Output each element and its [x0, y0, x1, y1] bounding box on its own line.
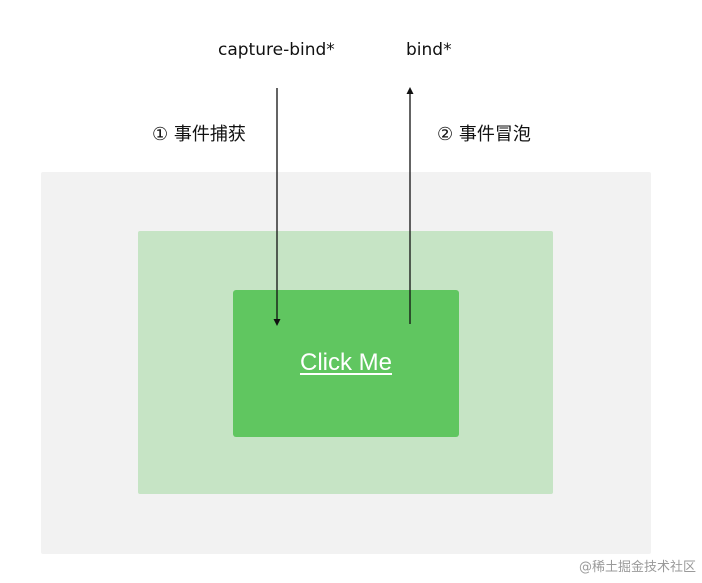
event-bubble-label: ② 事件冒泡	[437, 124, 531, 145]
capture-bind-label: capture-bind*	[218, 40, 335, 60]
watermark: @稀土掘金技术社区	[578, 560, 696, 575]
event-capture-label: ① 事件捕获	[152, 124, 246, 145]
bind-label: bind*	[406, 40, 452, 60]
inner-target-box[interactable]	[233, 290, 459, 437]
bubble-arrowhead	[406, 87, 414, 94]
click-me-link[interactable]: Click Me	[299, 349, 392, 376]
